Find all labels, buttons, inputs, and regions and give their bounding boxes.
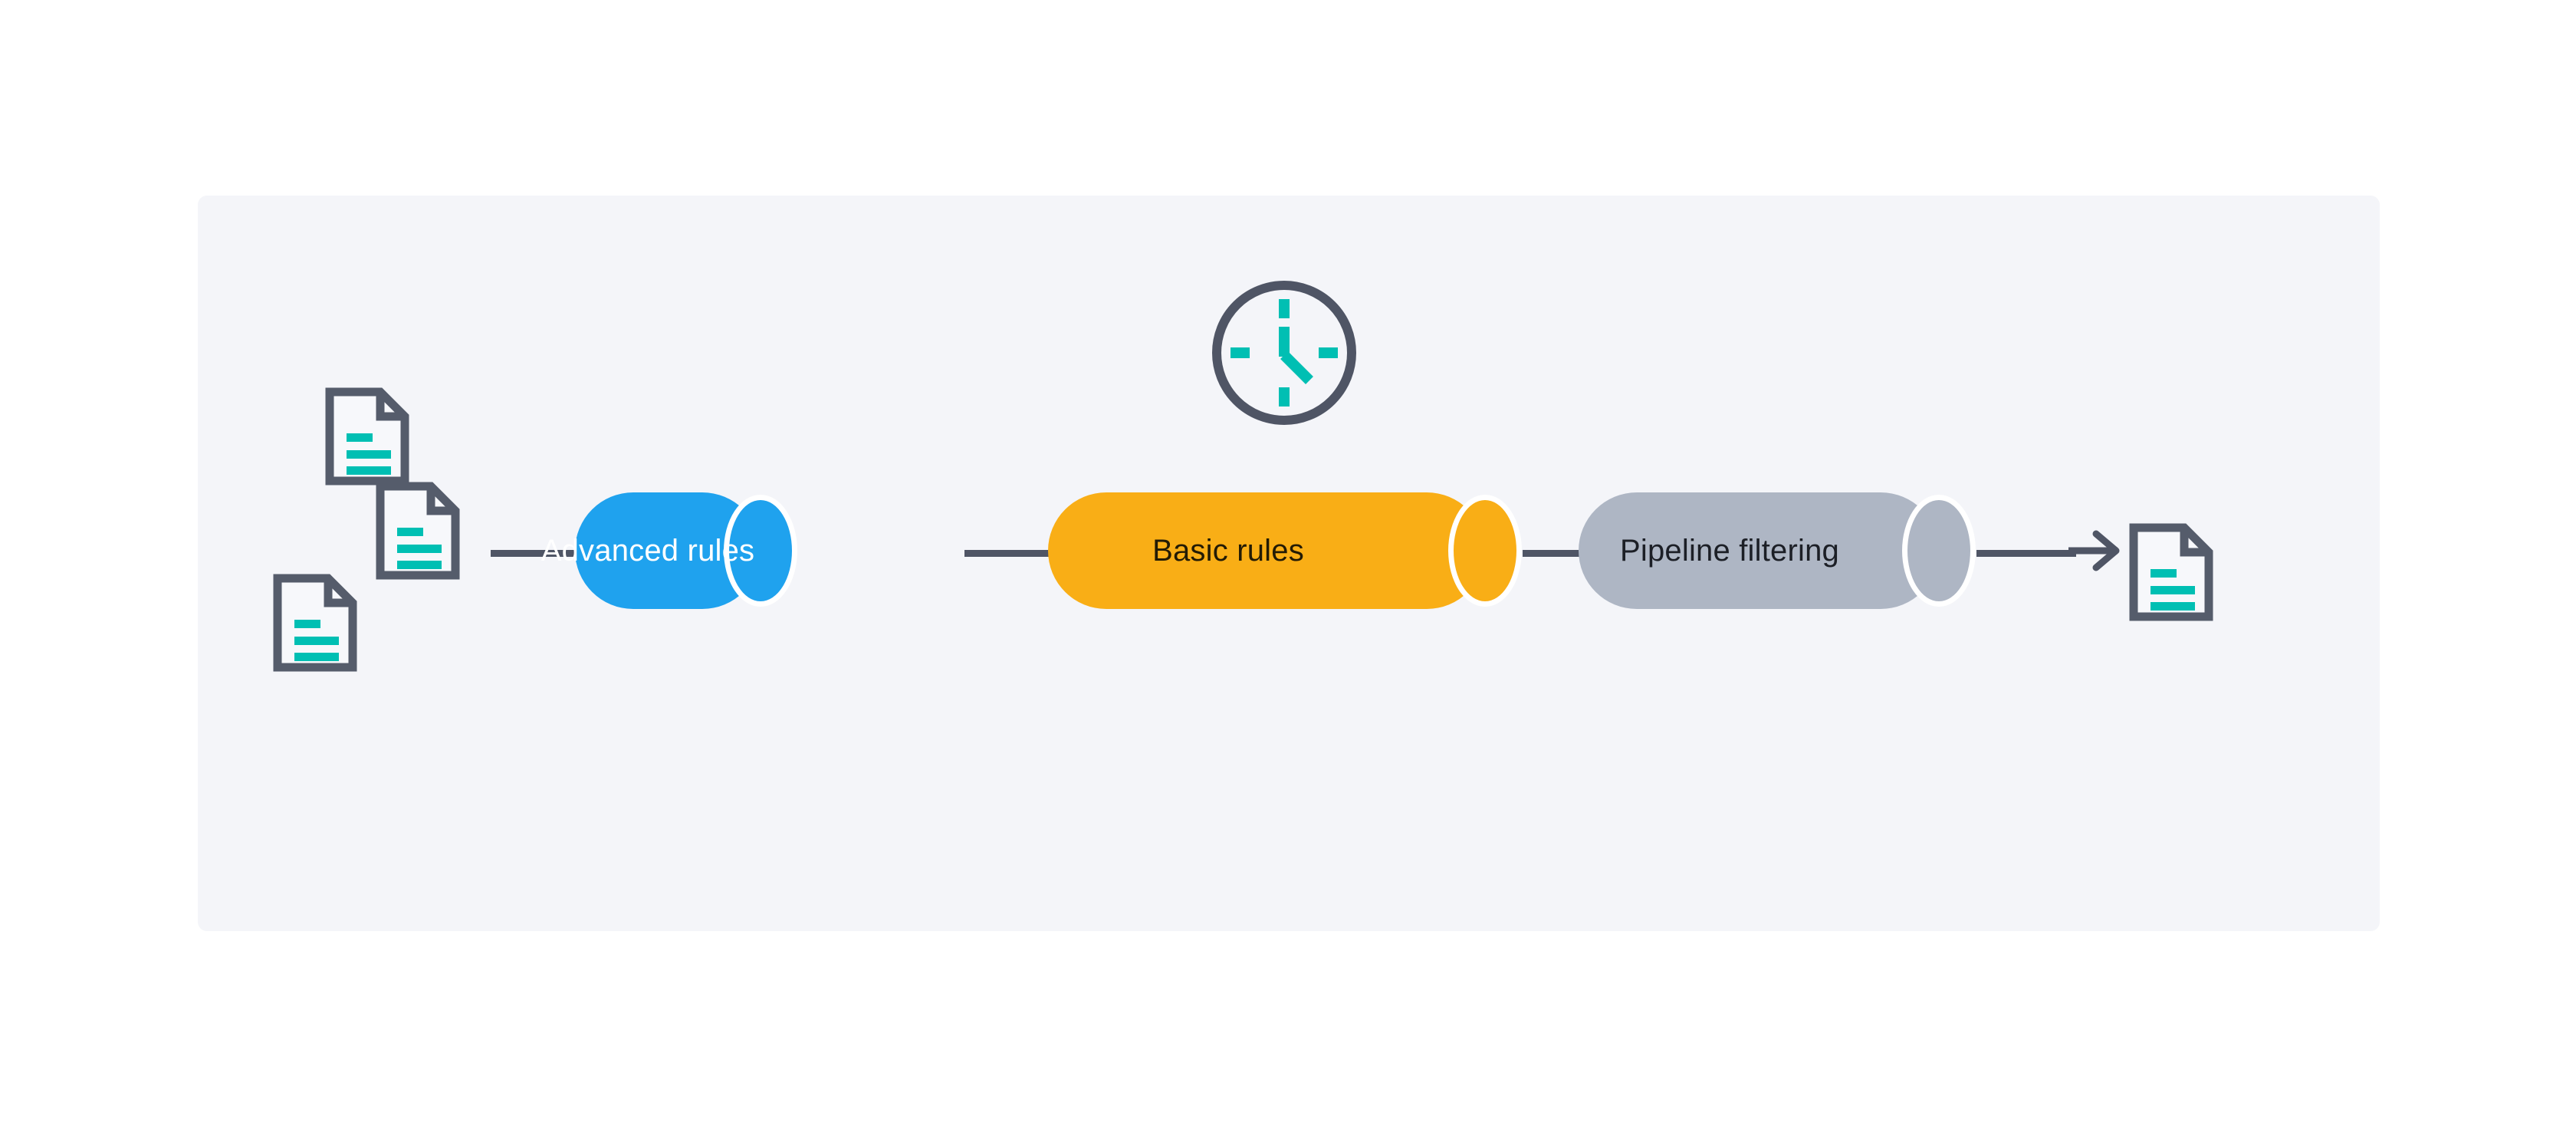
- pipe-body: [1579, 492, 1939, 609]
- pipeline-stage-label: Pipeline filtering: [1620, 533, 1839, 568]
- pipeline-stage-pipeline-filtering[interactable]: Pipeline filtering: [1579, 492, 1976, 609]
- input-documents-group: [273, 387, 472, 672]
- clock-tick-3: [1319, 347, 1338, 358]
- document-icon-output: [2129, 523, 2213, 621]
- pipeline-stage-basic-rules[interactable]: Basic rules: [1048, 492, 1522, 609]
- pipe-end-cap: [1902, 495, 1976, 607]
- clock-hour-hand: [1280, 351, 1313, 384]
- document-icon-top: [325, 387, 409, 486]
- arrow-right-icon: [2062, 528, 2124, 574]
- clock-ring: [1212, 281, 1356, 425]
- document-icon-middle: [376, 482, 460, 580]
- pipe-end-cap: [1448, 495, 1522, 607]
- pipe-end-cap: [724, 495, 797, 607]
- clock-tick-6: [1279, 387, 1290, 407]
- clock-tick-9: [1230, 347, 1250, 358]
- clock-icon: [1209, 278, 1359, 428]
- pipe-body: [1048, 492, 1485, 609]
- pipeline-stage-advanced-rules[interactable]: Advanced rules: [540, 492, 797, 609]
- document-icon-bottom: [273, 574, 357, 672]
- pipeline-stage-label: Advanced rules: [540, 533, 755, 568]
- connector-advanced-to-basic: [964, 550, 1049, 557]
- connector-input-to-advanced: [491, 550, 577, 557]
- connector-basic-to-filtering: [1523, 550, 1579, 557]
- pipeline-stage-label: Basic rules: [1152, 533, 1304, 568]
- clock-tick-12: [1279, 299, 1290, 318]
- connector-filtering-to-output: [1976, 550, 2076, 557]
